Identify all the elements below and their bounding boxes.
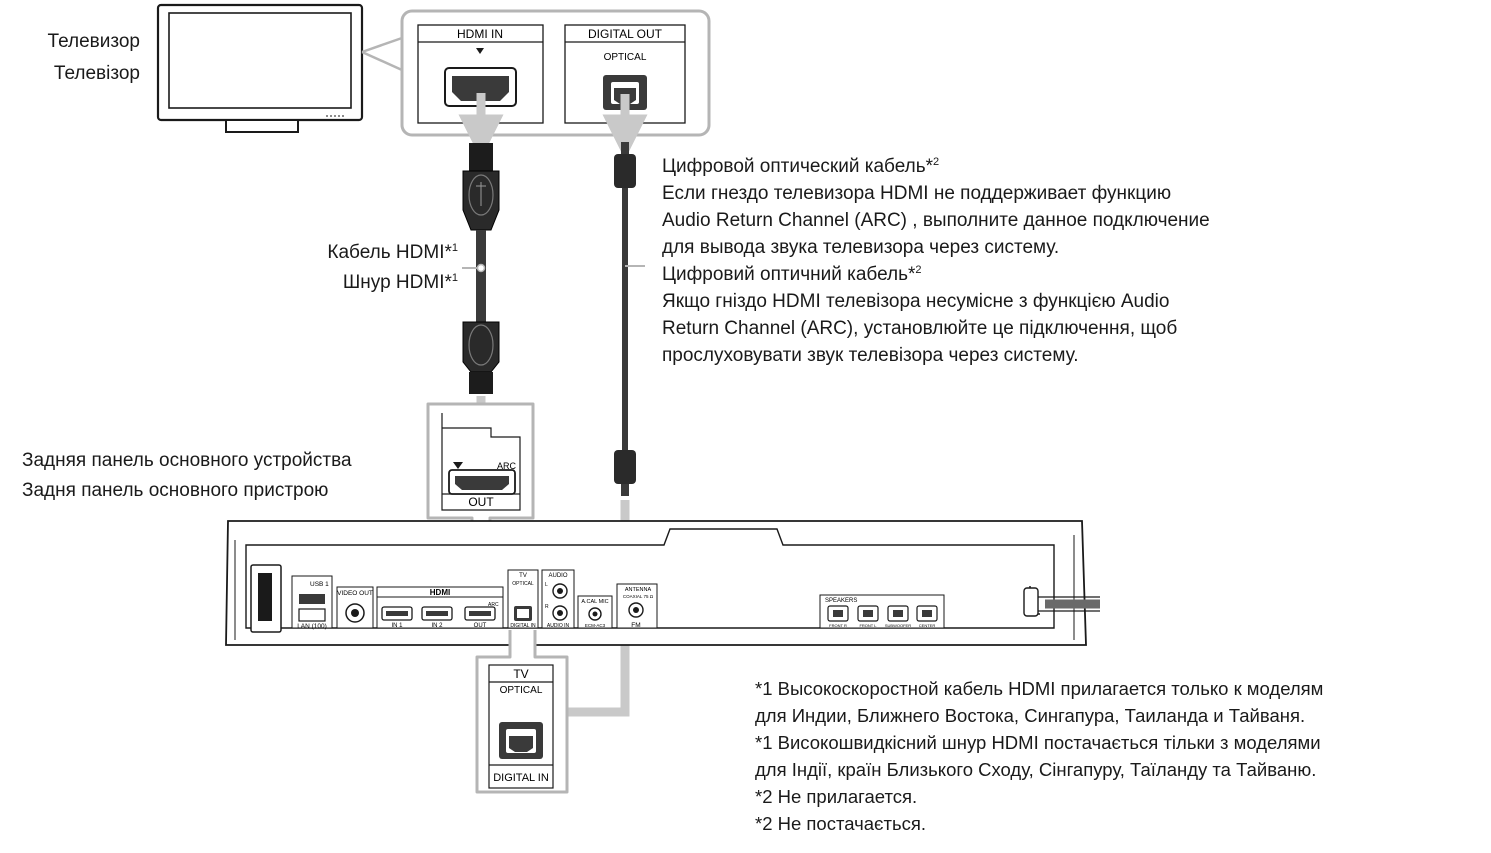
- optical-cable-text-uk-line: Якщо гніздо HDMI телевізора несумісне з …: [662, 291, 1170, 312]
- hdmi-out-panel-label: OUT: [474, 623, 487, 629]
- tv-ports-callout: HDMI IN DIGITAL OUT OPTICAL: [400, 9, 711, 137]
- optical-cable-text-ru-line: для вывода звука телевизора через систем…: [662, 237, 1060, 258]
- coaxial-label: COAXIAL 75 Ω: [623, 594, 654, 599]
- hdmi-in1-label: IN 1: [391, 623, 403, 629]
- hdmi-arc-panel-label: ARC: [488, 602, 499, 608]
- main-unit-rear-panel: USB 1 LAN (100) VIDEO OUT HDMI IN 1 IN 2…: [225, 520, 1100, 646]
- optical-cable-footnote-uk: 2: [915, 264, 922, 276]
- audio-r-label: R: [545, 604, 549, 610]
- optical-cable-footnote-ru: 2: [933, 156, 940, 168]
- video-out-label: VIDEO OUT: [337, 590, 373, 597]
- hdmi-group-label: HDMI: [430, 588, 450, 597]
- optical-cable-title-uk: Цифровий оптичний кабель*: [662, 264, 916, 285]
- speakers-label: SPEAKERS: [825, 598, 857, 604]
- hdmi-out-label: OUT: [468, 495, 494, 509]
- audio-in-label: AUDIO IN: [547, 623, 570, 629]
- subwoofer-label: SUBWOOFER: [885, 623, 911, 628]
- optical-cable-title-ru: Цифровой оптический кабель*: [662, 156, 934, 177]
- hdmi-out-callout: OUT ARC: [426, 402, 535, 624]
- footnote-line: *2 Не прилагается.: [755, 786, 918, 807]
- hdmi-in2-label: IN 2: [431, 623, 443, 629]
- hdmi-cable-label-ru: Кабель HDMI*: [327, 242, 452, 263]
- hdmi-cable-label-uk: Шнур HDMI*: [342, 272, 452, 293]
- tv-label-ru: Телевизор: [47, 31, 140, 52]
- hdmi-cable-footnote-ru: 1: [451, 242, 458, 254]
- callout-tv-label: TV: [513, 667, 528, 681]
- arc-label: ARC: [497, 461, 517, 471]
- optical-panel-label: OPTICAL: [512, 581, 534, 587]
- acal-mic-label: A.CAL MIC: [581, 599, 608, 605]
- footnote-line: для Индии, Ближнего Востока, Сингапура, …: [755, 705, 1306, 726]
- hdmi-cable-label: Кабель HDMI*1 Шнур HDMI*1: [240, 241, 458, 295]
- audio-panel-label: AUDIO: [548, 573, 567, 579]
- hdmi-in-port-label: HDMI IN: [457, 27, 503, 41]
- fm-label: FM: [631, 622, 640, 629]
- footnote-line: для Індії, країн Близького Сходу, Сінгап…: [755, 759, 1317, 780]
- footnote-line: *1 Високошвидкісний шнур HDMI постачаєть…: [755, 732, 1321, 753]
- main-unit-label: Задняя панель основного устройства Задня…: [22, 449, 352, 503]
- lan-label: LAN (100): [297, 623, 327, 630]
- antenna-label: ANTENNA: [625, 587, 652, 593]
- main-unit-label-uk: Задня панель основного пристрою: [22, 480, 329, 501]
- ecm-label: ECM-AC3: [585, 623, 606, 628]
- optical-cable-text-ru-line: Audio Return Channel (ARC) , выполните д…: [662, 210, 1210, 231]
- footnotes: *1 Высокоскоростной кабель HDMI прилагае…: [755, 677, 1323, 839]
- tv-label: Телевизор Телевізор: [10, 30, 140, 86]
- optical-cable: [498, 94, 648, 769]
- digital-out-port-label: DIGITAL OUT: [588, 27, 663, 41]
- tv-label-uk: Телевізор: [53, 63, 140, 84]
- digital-in-callout: TV OPTICAL DIGITAL IN: [475, 630, 569, 794]
- optical-cable-text-ru-line: Если гнездо телевизора HDMI не поддержив…: [662, 183, 1172, 204]
- digital-in-panel-label: DIGITAL IN: [510, 623, 536, 629]
- footnote-line: *1 Высокоскоростной кабель HDMI прилагае…: [755, 678, 1324, 699]
- callout-optical-label: OPTICAL: [500, 685, 543, 696]
- optical-port-label: OPTICAL: [604, 52, 647, 63]
- callout-digital-in-label: DIGITAL IN: [493, 772, 549, 784]
- center-label: CENTER: [919, 623, 936, 628]
- optical-cable-description: Цифровой оптический кабель*2 Если гнездо…: [662, 155, 1210, 371]
- front-r-label: FRONT R: [829, 623, 847, 628]
- footnote-line: *2 Не постачається.: [755, 813, 927, 834]
- main-unit-label-ru: Задняя панель основного устройства: [22, 450, 352, 471]
- tv-panel-label: TV: [519, 573, 527, 579]
- optical-cable-text-uk-line: Return Channel (ARC), установлюйте це пі…: [662, 318, 1178, 339]
- optical-cable-text-uk-line: прослуховувати звук телевізора через сис…: [662, 345, 1079, 366]
- usb-label: USB 1: [310, 581, 329, 588]
- front-l-label: FRONT L: [859, 623, 877, 628]
- hdmi-cable-footnote-uk: 1: [451, 272, 458, 284]
- audio-l-label: L: [545, 582, 548, 588]
- tv-illustration: [156, 3, 404, 133]
